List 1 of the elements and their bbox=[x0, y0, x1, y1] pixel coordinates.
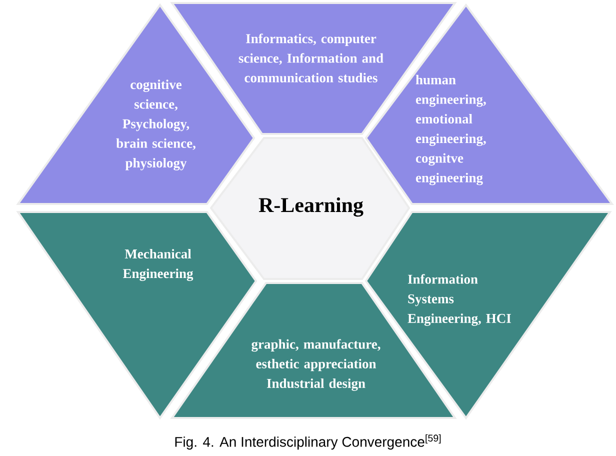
figure-caption: Fig. 4. An Interdisciplinary Convergence$^{[59]}$ bbox=[175, 434, 441, 450]
